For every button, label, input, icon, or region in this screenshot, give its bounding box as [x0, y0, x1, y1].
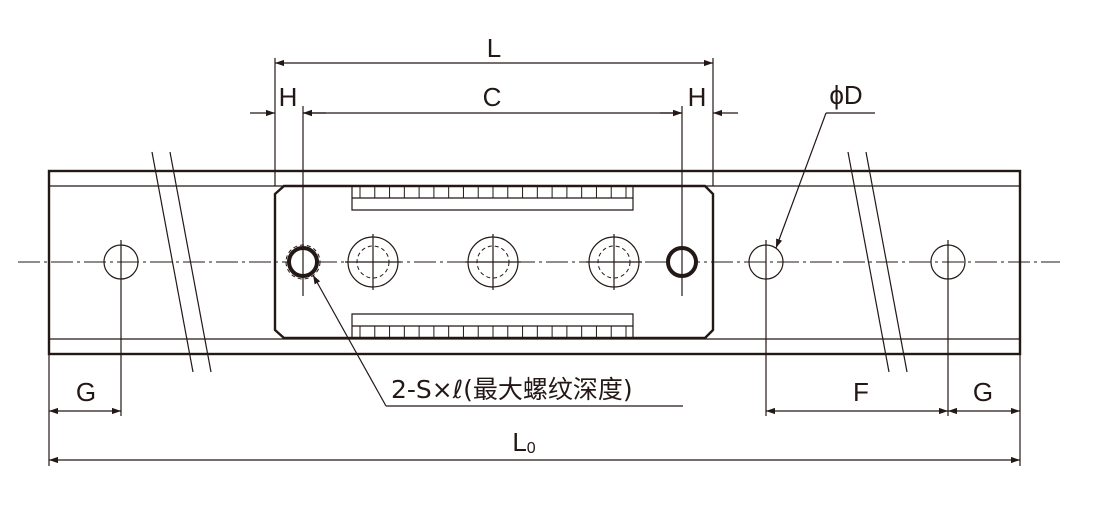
- break-line-right-a: [847, 151, 890, 373]
- break-lines: [151, 151, 908, 373]
- carriage-bolt-3: [586, 234, 642, 290]
- lower-seal-teeth: [359, 326, 627, 338]
- carriage-bolt-1: [345, 234, 401, 290]
- label-L0: L0: [512, 427, 535, 457]
- label-G-left: G: [76, 377, 96, 407]
- label-H-left: H: [279, 82, 298, 112]
- label-L: L: [487, 33, 501, 63]
- dim-H-left: H: [250, 82, 326, 117]
- label-C: C: [483, 82, 502, 112]
- label-phiD: ϕD: [829, 80, 862, 110]
- label-H-right: H: [688, 82, 707, 112]
- dim-F: F: [766, 377, 948, 415]
- carriage-outline: [273, 184, 715, 340]
- dim-C: C: [303, 82, 682, 117]
- leader-phiD: ϕD: [775, 80, 875, 249]
- dim-H-right: H: [660, 82, 738, 117]
- leader-tap-note: 2-S×ℓ(最大螺纹深度): [312, 274, 683, 407]
- carriage: [273, 184, 715, 340]
- carriage-bolt-2: [465, 234, 521, 290]
- label-F: F: [853, 377, 869, 407]
- dim-L0: L0: [49, 427, 1020, 464]
- label-G-right: G: [973, 377, 993, 407]
- break-line-left-a: [151, 151, 194, 373]
- dim-G-left: G: [49, 377, 121, 415]
- dim-G-right: G: [948, 377, 1020, 415]
- upper-seal-teeth: [359, 186, 627, 198]
- dim-L: L: [275, 33, 713, 67]
- label-tap-note: 2-S×ℓ(最大螺纹深度): [391, 375, 633, 404]
